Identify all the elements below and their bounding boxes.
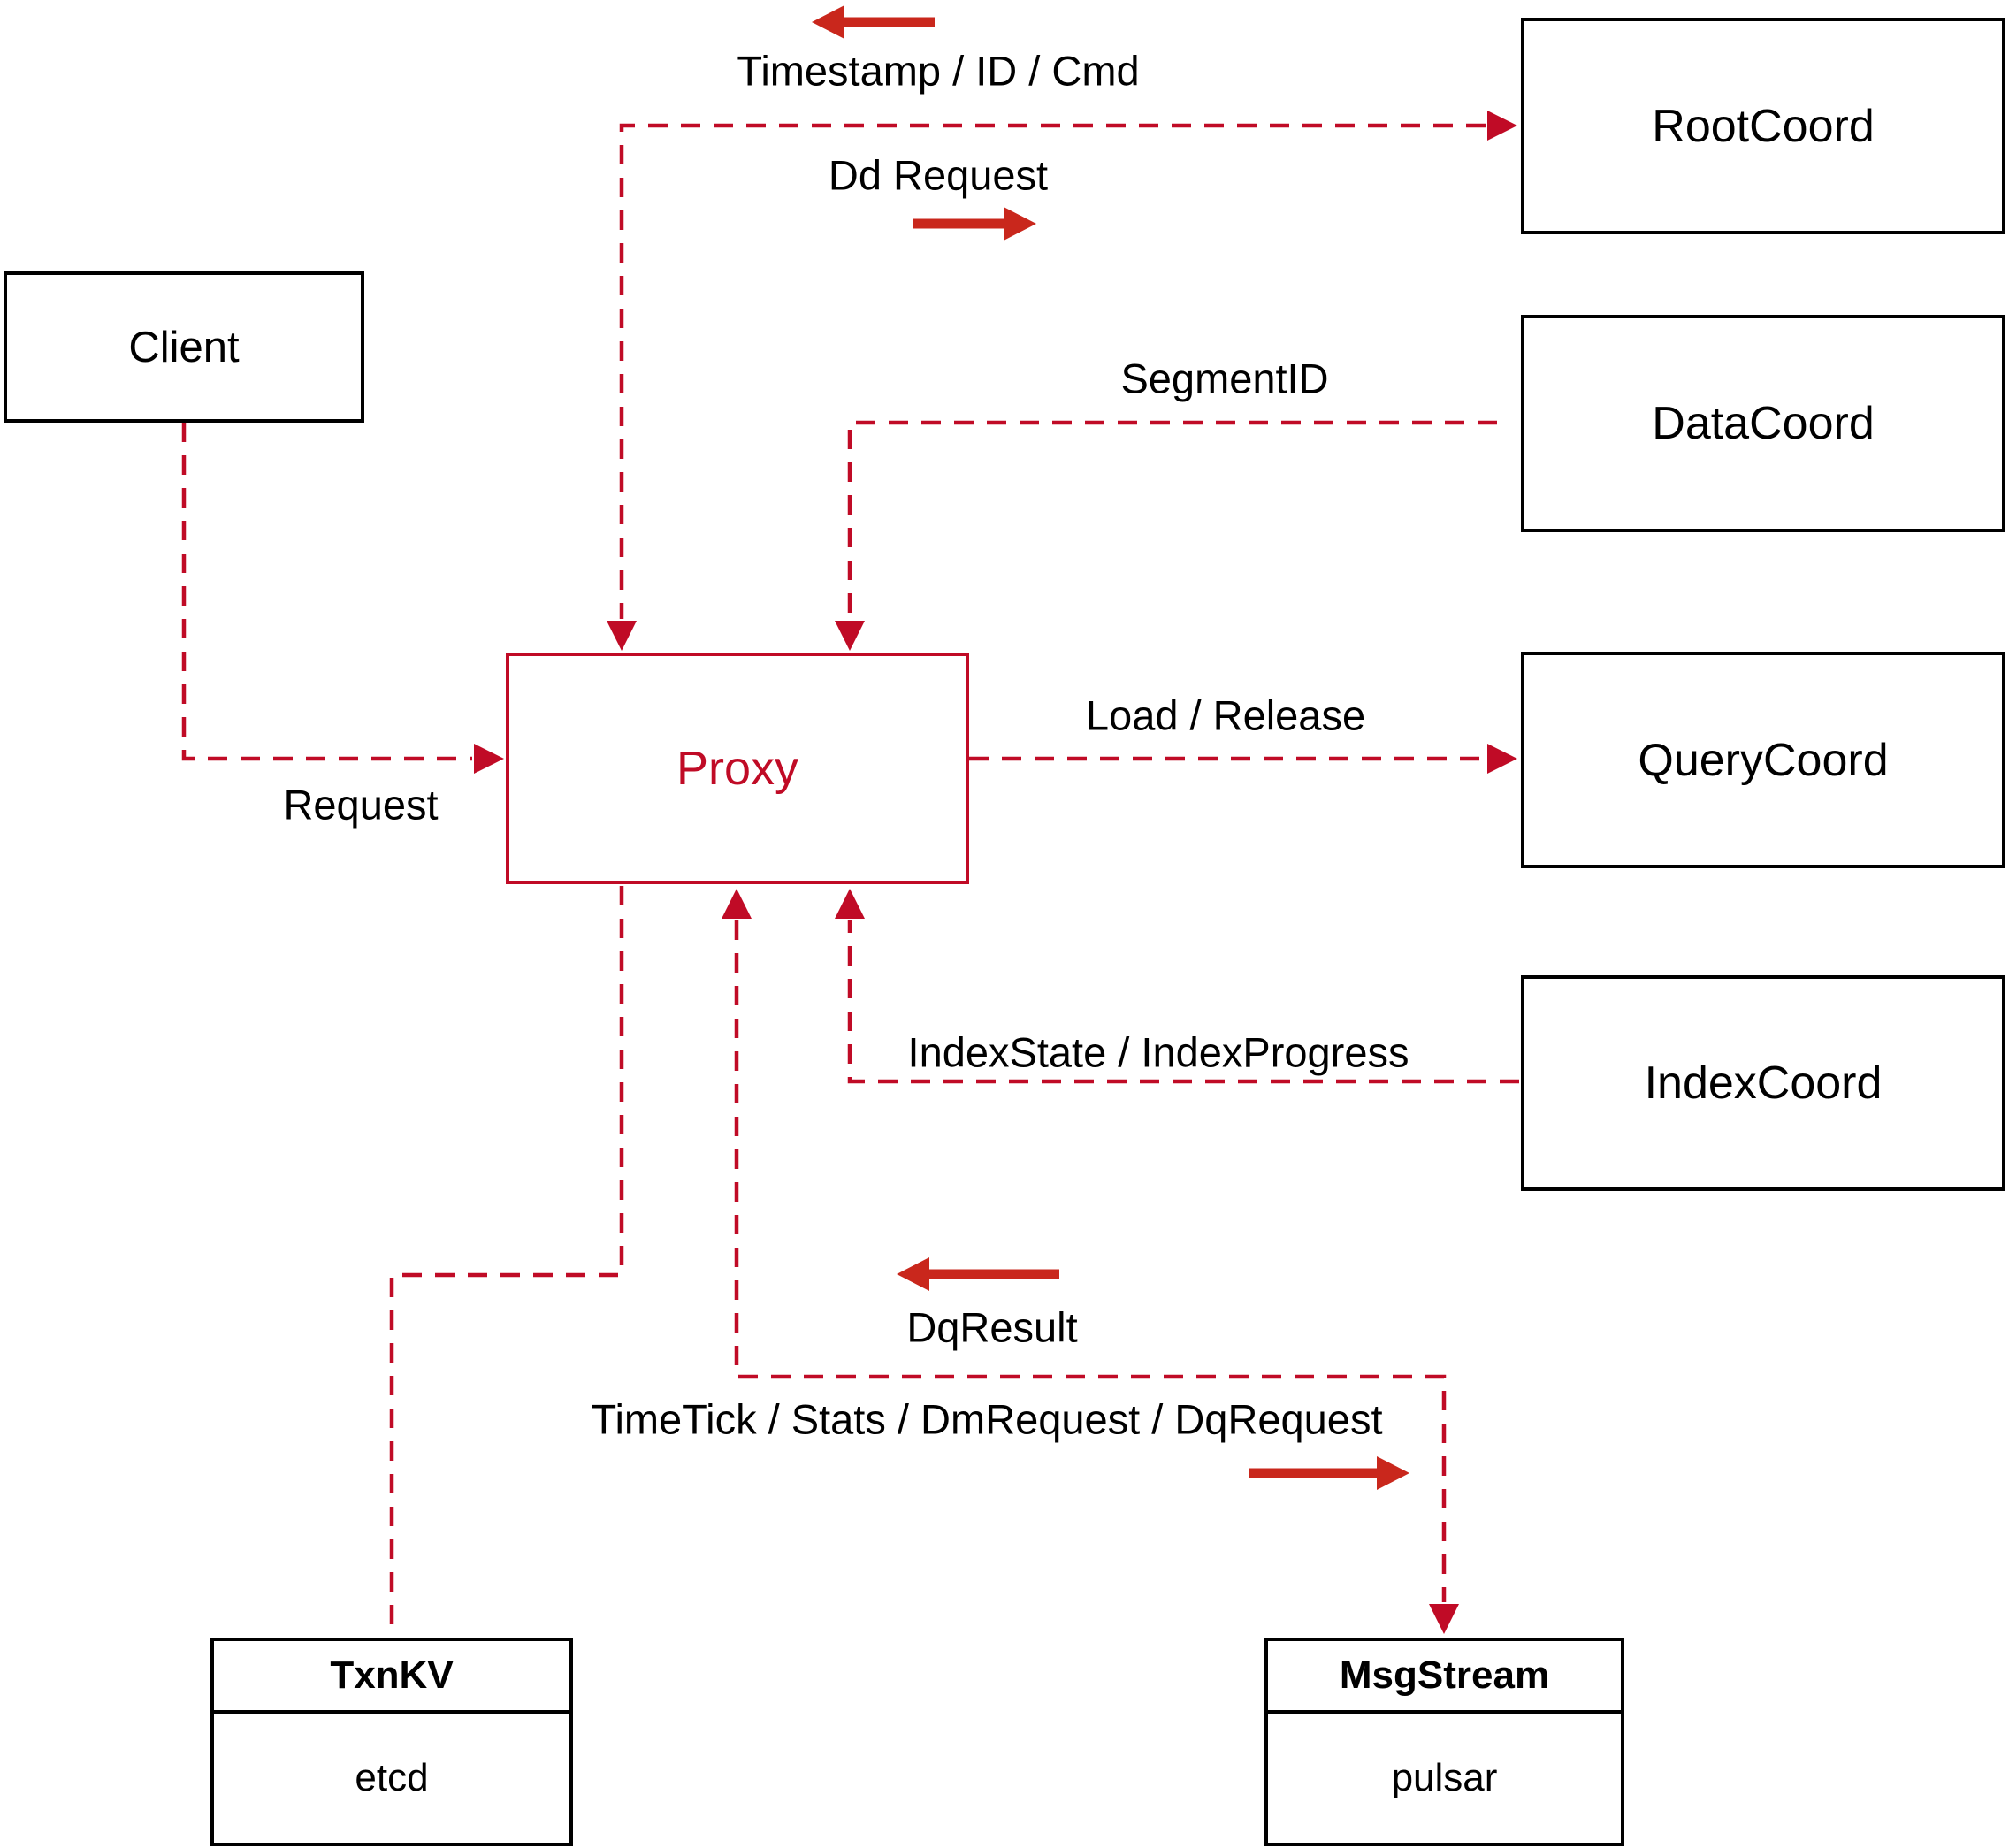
edge-proxy-to-txnkv	[389, 886, 624, 1636]
edge-indexcoord-to-proxy	[847, 920, 1519, 1084]
msgstream-title: MsgStream	[1268, 1641, 1621, 1714]
arrowhead-into-proxy-top-right	[835, 621, 865, 651]
arrowhead-into-rootcoord	[1487, 111, 1517, 141]
msgstream-subtitle: pulsar	[1391, 1756, 1498, 1799]
arrowhead-into-proxy-bottom-right	[835, 889, 865, 919]
edge-label-index-state-progress: IndexState / IndexProgress	[907, 1028, 1409, 1076]
arrowhead-into-proxy-left	[474, 744, 504, 774]
direction-arrow-right-head-timetick	[1377, 1456, 1409, 1490]
arrowhead-into-querycoord	[1487, 744, 1517, 774]
edge-proxy-rootcoord	[619, 123, 1486, 619]
edge-label-dd-request: Dd Request	[828, 151, 1049, 199]
querycoord-label: QueryCoord	[1638, 734, 1889, 786]
arrowhead-into-proxy-top-left	[607, 621, 637, 651]
proxy-node: Proxy	[506, 653, 969, 884]
datacoord-node: DataCoord	[1521, 315, 2005, 532]
direction-arrow-left-head-top	[812, 5, 844, 39]
edge-client-to-proxy	[181, 423, 472, 761]
edge-label-segment-id: SegmentID	[1120, 355, 1329, 402]
edge-label-request: Request	[283, 781, 439, 829]
edge-label-timetick-stats: TimeTick / Stats / DmRequest / DqRequest	[591, 1395, 1383, 1443]
querycoord-node: QueryCoord	[1521, 652, 2005, 868]
txnkv-node: TxnKV etcd	[210, 1638, 573, 1846]
client-node: Client	[4, 271, 364, 423]
indexcoord-node: IndexCoord	[1521, 975, 2005, 1191]
arrowhead-into-proxy-bottom-left	[722, 889, 752, 919]
direction-arrow-left-head-dq	[897, 1257, 929, 1291]
msgstream-node: MsgStream pulsar	[1264, 1638, 1624, 1846]
rootcoord-label: RootCoord	[1652, 100, 1875, 152]
edge-label-dq-result: DqResult	[906, 1303, 1078, 1351]
edge-proxy-msgstream	[734, 920, 1447, 1602]
edge-label-timestamp-id-cmd: Timestamp / ID / Cmd	[737, 47, 1140, 95]
txnkv-title: TxnKV	[214, 1641, 569, 1714]
rootcoord-node: RootCoord	[1521, 18, 2005, 234]
direction-arrow-right-head-dd	[1004, 207, 1036, 241]
datacoord-label: DataCoord	[1652, 398, 1875, 449]
arrowhead-into-msgstream	[1429, 1604, 1459, 1634]
proxy-label: Proxy	[676, 742, 799, 795]
indexcoord-label: IndexCoord	[1644, 1058, 1883, 1109]
txnkv-subtitle: etcd	[355, 1756, 429, 1799]
edge-label-load-release: Load / Release	[1085, 691, 1366, 739]
edge-datacoord-to-proxy	[847, 420, 1497, 619]
client-label: Client	[128, 323, 240, 371]
